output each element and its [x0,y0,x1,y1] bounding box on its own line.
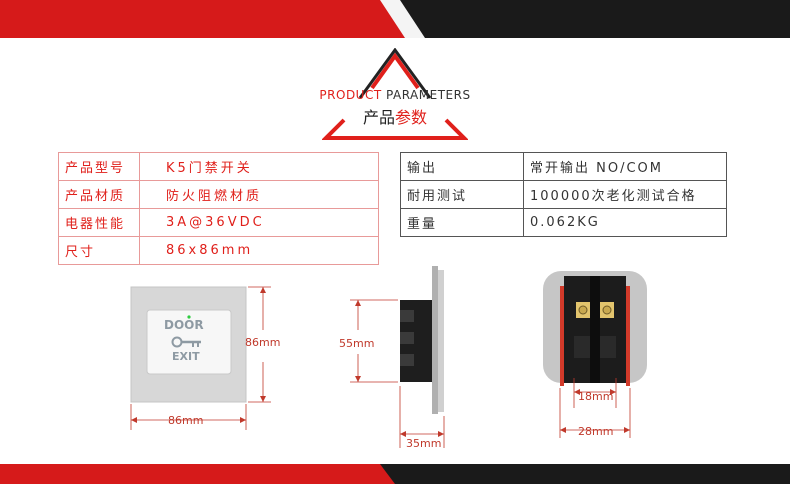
dimension-side-depth: 35mm [406,437,442,450]
section-title-zh: 产品参数 [362,108,428,127]
spec-label: 输出 [400,152,524,181]
top-banner [0,0,790,38]
exit-label: EXIT [172,350,200,363]
spec-value: 3A@36VDC [139,208,379,237]
table-row: 输出常开输出 NO/COM [400,152,727,181]
bottom-banner [0,464,790,484]
spec-value: K5门禁开关 [139,152,379,181]
side-view-drawing [350,266,445,448]
dimension-front-height: 86mm [245,336,281,349]
dimension-terminal-outer: 28mm [578,425,614,438]
spec-value: 常开输出 NO/COM [523,152,727,181]
terminal-closeup-drawing [543,271,647,438]
spec-label: 电器性能 [58,208,140,237]
door-label: DOOR [164,318,204,332]
spec-value: 86x86mm [139,236,379,265]
table-row: 产品材质防火阻燃材质 [58,180,379,209]
spec-label: 产品材质 [58,180,140,209]
spec-label: 重量 [400,208,524,237]
spec-value: 防火阻燃材质 [139,180,379,209]
spec-label: 尺寸 [58,236,140,265]
key-icon [171,336,201,348]
spec-value: 0.062KG [523,208,727,237]
section-title-en: PRODUCT PARAMETERS [319,88,471,102]
front-view-drawing [130,286,271,430]
header-triangle-emblem [322,48,468,140]
dimension-terminal-inner: 18mm [578,390,614,403]
spec-label: 耐用测试 [400,180,524,209]
dimension-front-width: 86mm [168,414,204,427]
spec-value: 100000次老化测试合格 [523,180,727,209]
dimension-side-height: 55mm [339,337,375,350]
spec-label: 产品型号 [58,152,140,181]
